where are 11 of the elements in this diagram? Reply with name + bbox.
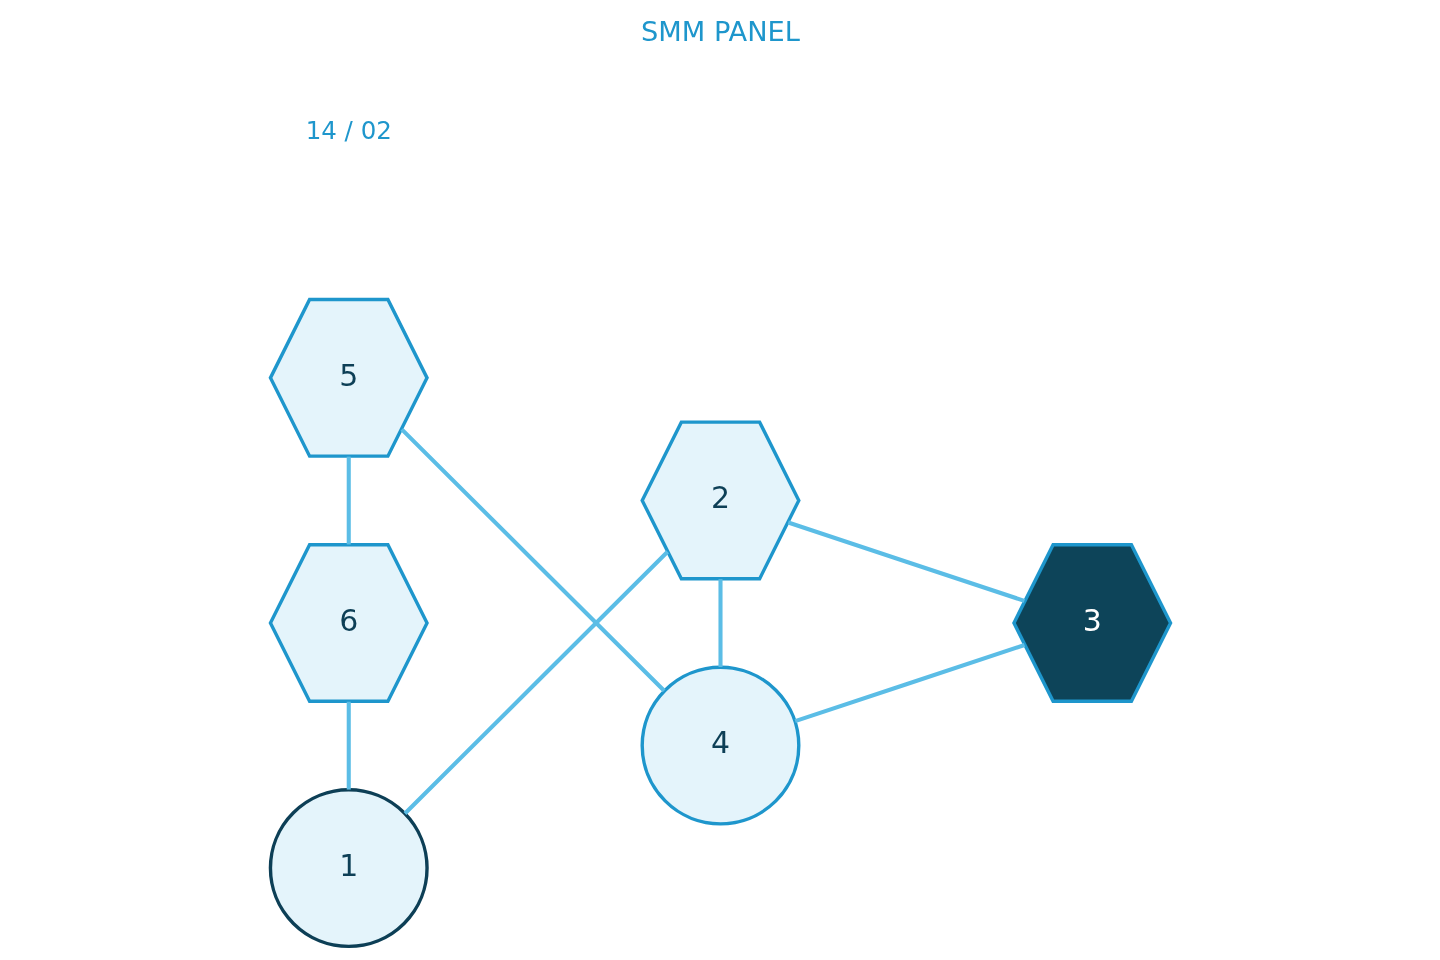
diagram-title: SMM PANEL	[640, 15, 800, 47]
connector	[346, 701, 351, 790]
connector	[794, 643, 1025, 724]
node-circle: 1	[268, 788, 429, 949]
label: 14 / 02	[305, 115, 392, 145]
connector	[787, 520, 1025, 603]
node-circle: 4	[640, 665, 800, 826]
connector	[403, 550, 669, 815]
connector	[346, 456, 351, 545]
connector	[717, 579, 723, 667]
connector	[399, 427, 666, 693]
